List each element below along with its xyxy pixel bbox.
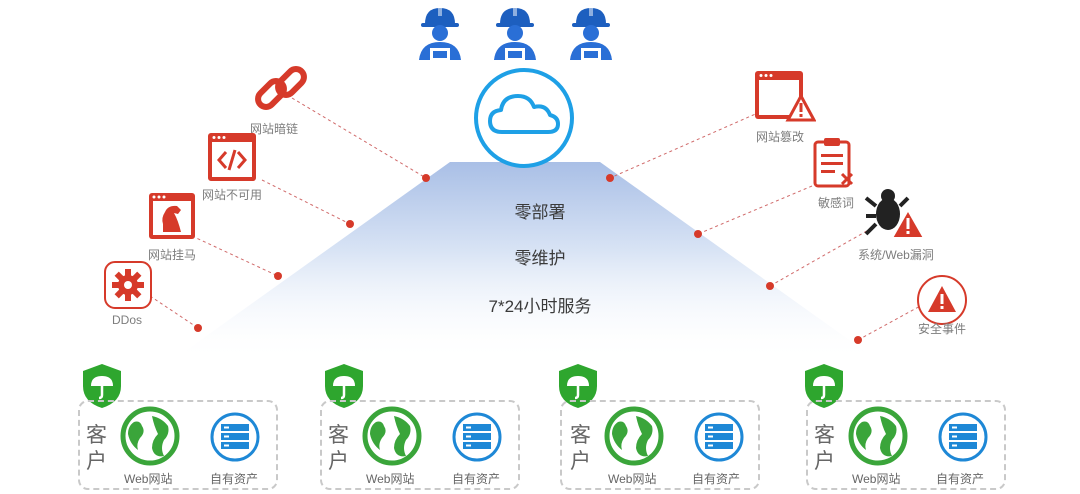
own-assets-label: 自有资产	[936, 472, 985, 486]
connector-line	[261, 179, 351, 225]
web-site-label: Web网站	[124, 472, 173, 486]
tampered-window-icon	[755, 71, 816, 122]
customer-label-char: 户	[328, 450, 349, 473]
endpoint-dot	[694, 230, 702, 238]
gear-attack-icon	[104, 261, 152, 309]
customer-label-char: 客	[814, 424, 835, 447]
bug-warning-icon	[864, 189, 926, 239]
connector-line	[149, 295, 199, 329]
service-zero-deploy: 零部署	[514, 203, 566, 222]
endpoint-dot	[274, 272, 282, 280]
threat-label-vulnerability: 系统/Web漏洞	[858, 248, 934, 262]
alert-triangle-icon	[917, 275, 967, 325]
code-window-icon	[208, 133, 256, 181]
endpoint-dot	[346, 220, 354, 228]
shield-umbrella-icon	[805, 364, 843, 408]
threat-connectors	[149, 97, 925, 341]
endpoint-dot	[194, 324, 202, 332]
threat-label-trojan: 网站挂马	[148, 248, 197, 262]
web-site-label: Web网站	[608, 472, 657, 486]
cloud-icon	[474, 68, 574, 168]
server-icon	[938, 412, 988, 462]
service-trapezoid	[170, 162, 880, 362]
endpoint-dot	[422, 174, 430, 182]
threat-label-ddos: DDos	[112, 313, 143, 327]
customer-box	[560, 400, 760, 490]
endpoint-dot	[854, 336, 862, 344]
threat-label-sensitive-words: 敏感词	[818, 196, 855, 210]
connector-line	[857, 303, 925, 341]
customer-box	[320, 400, 520, 490]
web-site-label: Web网站	[852, 472, 901, 486]
operator-icon	[419, 6, 461, 60]
own-assets-label: 自有资产	[210, 472, 259, 486]
chain-link-icon	[255, 66, 307, 110]
globe-icon	[362, 406, 422, 466]
own-assets-label: 自有资产	[692, 472, 741, 486]
threat-label-security-event: 安全事件	[918, 322, 967, 336]
connector-line	[291, 97, 427, 179]
threat-label-site-unavailable: 网站不可用	[202, 188, 263, 202]
shield-umbrella-icon	[559, 364, 597, 408]
own-assets-label: 自有资产	[452, 472, 501, 486]
web-site-label: Web网站	[366, 472, 415, 486]
globe-icon	[604, 406, 664, 466]
customer-label-char: 户	[814, 450, 835, 473]
server-icon	[694, 412, 744, 462]
connector-endpoints	[194, 174, 862, 344]
connector-line	[697, 185, 813, 235]
service-zero-maintenance: 零维护	[514, 249, 566, 268]
endpoint-dot	[606, 174, 614, 182]
customer-label-char: 客	[328, 424, 349, 447]
server-icon	[452, 412, 502, 462]
shield-umbrella-icon	[325, 364, 363, 408]
endpoint-dot	[766, 282, 774, 290]
service-24x7: 7*24小时服务	[488, 297, 592, 316]
connector-line	[769, 227, 873, 287]
customer-label-char: 户	[570, 450, 591, 473]
customer-label-char: 户	[86, 450, 107, 473]
server-icon	[210, 412, 260, 462]
clipboard-x-icon	[813, 138, 854, 188]
trojan-horse-icon	[149, 193, 195, 239]
threat-label-tamper: 网站篡改	[756, 130, 805, 144]
customer-box	[78, 400, 278, 490]
connector-line	[191, 235, 279, 277]
threat-label-dark-link: 网站暗链	[250, 122, 299, 136]
operator-icon	[494, 6, 536, 60]
customer-box	[806, 400, 1006, 490]
shield-umbrella-icon	[83, 364, 121, 408]
globe-icon	[848, 406, 908, 466]
customer-label-char: 客	[570, 424, 591, 447]
operator-icon	[570, 6, 612, 60]
customer-label-char: 客	[86, 424, 107, 447]
globe-icon	[120, 406, 180, 466]
connector-line	[609, 111, 761, 179]
